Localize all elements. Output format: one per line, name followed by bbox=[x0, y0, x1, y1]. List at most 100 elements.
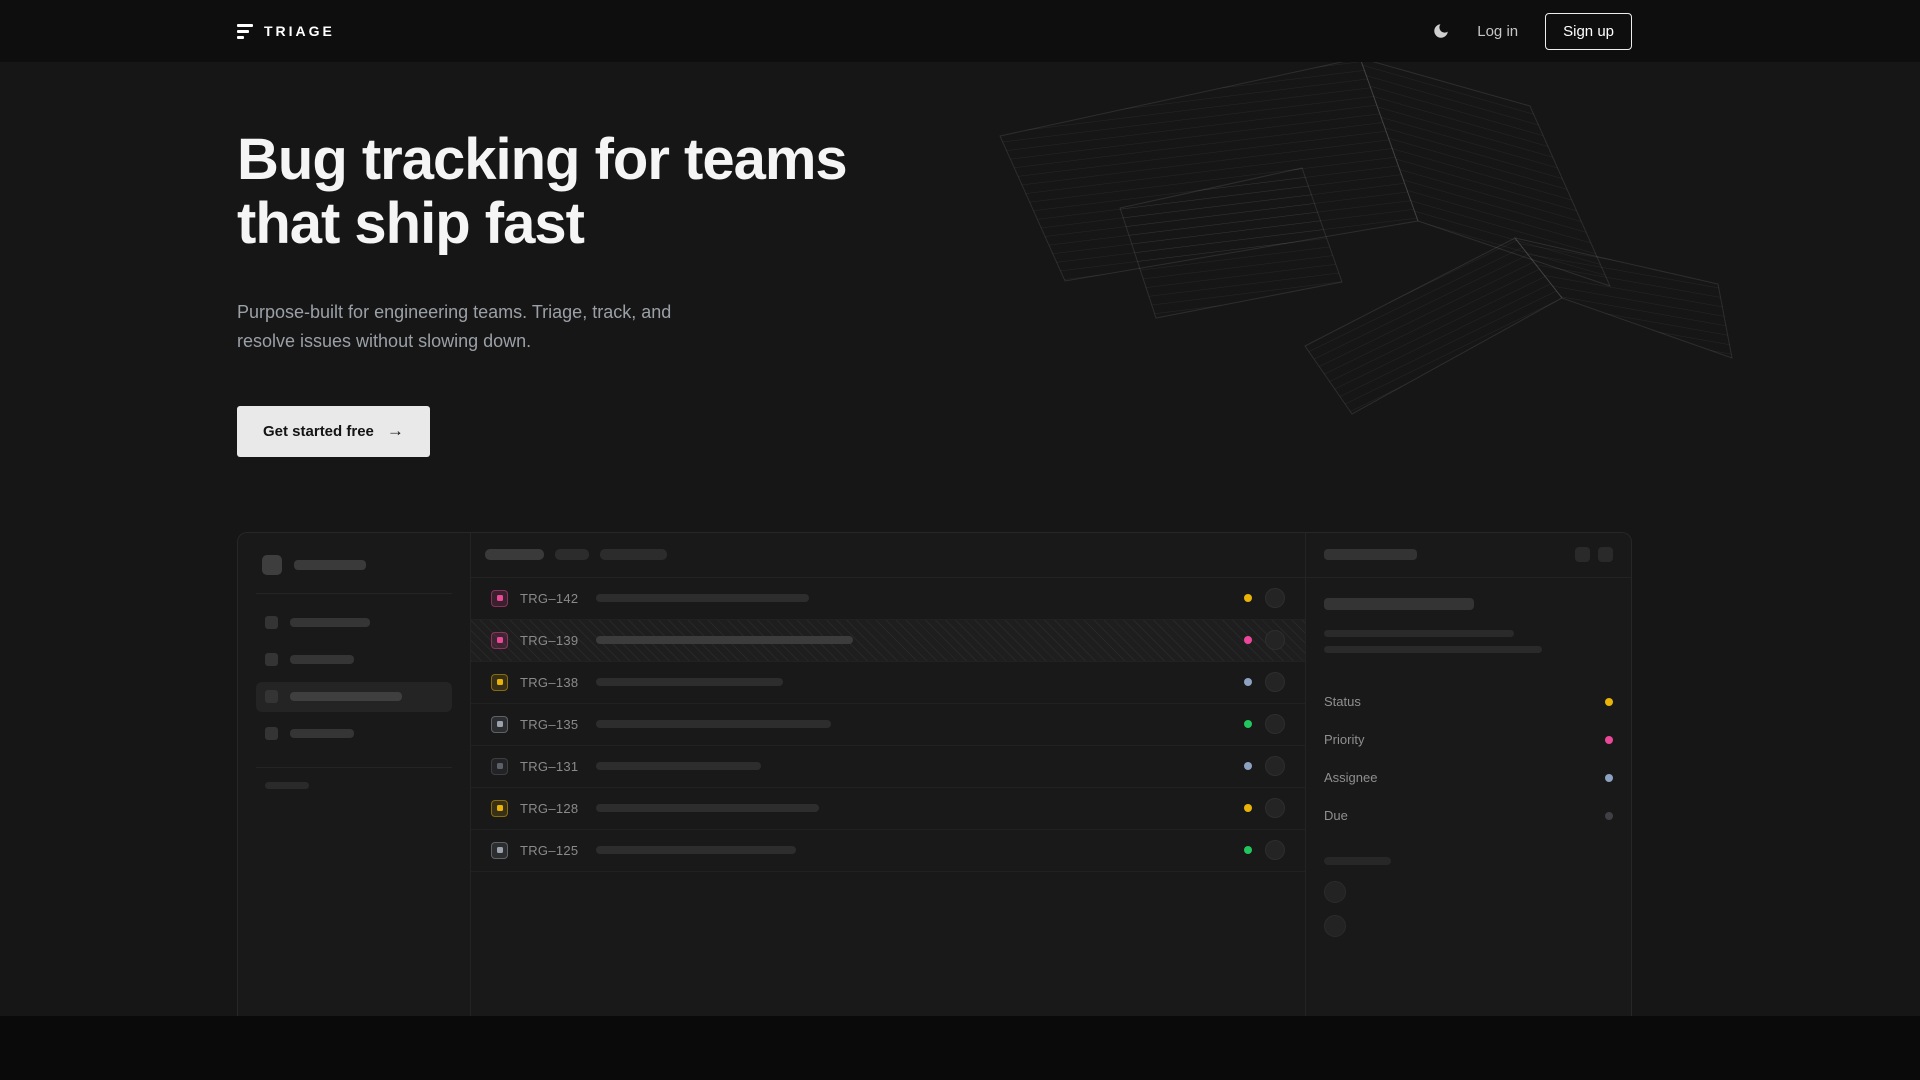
sidebar-item-icon bbox=[265, 653, 278, 666]
skeleton-tab bbox=[555, 549, 589, 560]
detail-field-row: Status bbox=[1324, 683, 1613, 721]
issue-list: TRG–142 TRG–139 TRG–138 TRG–135 TRG–131 … bbox=[471, 578, 1305, 872]
workspace-avatar bbox=[262, 555, 282, 575]
mockup-sidebar-item bbox=[256, 719, 452, 749]
skeleton-bar bbox=[1324, 630, 1514, 637]
login-link[interactable]: Log in bbox=[1477, 23, 1518, 40]
issue-title-skeleton bbox=[596, 594, 809, 602]
detail-field-label: Status bbox=[1324, 694, 1361, 709]
mockup-toolbar bbox=[471, 533, 1305, 578]
detail-field-dot bbox=[1605, 774, 1613, 782]
detail-field-label: Due bbox=[1324, 808, 1348, 823]
skeleton-bar bbox=[265, 782, 309, 789]
skeleton-bar bbox=[1324, 646, 1542, 653]
mockup-detail-panel: Status Priority Assignee Due bbox=[1305, 533, 1631, 1032]
hero-subtitle-line2: resolve issues without slowing down. bbox=[237, 331, 531, 351]
detail-fields: Status Priority Assignee Due bbox=[1324, 683, 1613, 835]
sidebar-item-icon bbox=[265, 616, 278, 629]
skeleton-title bbox=[1324, 598, 1474, 610]
issue-type-icon bbox=[491, 842, 508, 859]
issue-row: TRG–125 bbox=[471, 830, 1305, 872]
assignee-avatar bbox=[1265, 798, 1285, 818]
issue-status-dot bbox=[1244, 846, 1252, 854]
top-navbar: TRIAGE Log in Sign up bbox=[0, 0, 1920, 62]
issue-id: TRG–139 bbox=[520, 633, 584, 648]
issue-type-icon bbox=[491, 590, 508, 607]
skeleton-bar bbox=[1324, 857, 1391, 865]
divider bbox=[256, 767, 452, 768]
detail-field-row: Priority bbox=[1324, 721, 1613, 759]
detail-field-row: Assignee bbox=[1324, 759, 1613, 797]
mockup-workspace-row bbox=[256, 555, 452, 575]
hero-subtitle: Purpose-built for engineering teams. Tri… bbox=[237, 298, 1632, 356]
issue-title-skeleton bbox=[596, 846, 796, 854]
arrow-right-icon: → bbox=[387, 421, 404, 441]
issue-title-skeleton bbox=[596, 636, 853, 644]
skeleton-bar bbox=[1324, 549, 1417, 560]
detail-field-row: Due bbox=[1324, 797, 1613, 835]
hero-title-line1: Bug tracking for teams bbox=[237, 127, 847, 192]
signup-button[interactable]: Sign up bbox=[1545, 13, 1632, 50]
brand-home-link[interactable]: TRIAGE bbox=[237, 23, 335, 39]
detail-action-icon bbox=[1598, 547, 1613, 562]
comment-avatar bbox=[1324, 881, 1346, 903]
mockup-sidebar-item-active bbox=[256, 682, 452, 712]
issue-id: TRG–138 bbox=[520, 675, 584, 690]
issue-title-skeleton bbox=[596, 720, 831, 728]
skeleton-bar bbox=[290, 655, 354, 664]
assignee-avatar bbox=[1265, 840, 1285, 860]
detail-field-dot bbox=[1605, 736, 1613, 744]
issue-type-icon bbox=[491, 800, 508, 817]
issue-type-icon bbox=[491, 758, 508, 775]
detail-action-icon bbox=[1575, 547, 1590, 562]
assignee-avatar bbox=[1265, 756, 1285, 776]
skeleton-bar bbox=[290, 618, 370, 627]
issue-title-skeleton bbox=[596, 762, 761, 770]
issue-type-icon bbox=[491, 674, 508, 691]
skeleton-tab bbox=[485, 549, 544, 560]
assignee-avatar bbox=[1265, 714, 1285, 734]
issue-row: TRG–135 bbox=[471, 704, 1305, 746]
issue-id: TRG–128 bbox=[520, 801, 584, 816]
issue-type-icon bbox=[491, 632, 508, 649]
brand-name: TRIAGE bbox=[264, 23, 335, 39]
issue-row: TRG–138 bbox=[471, 662, 1305, 704]
issue-id: TRG–142 bbox=[520, 591, 584, 606]
skeleton-bar bbox=[294, 560, 366, 570]
mockup-sidebar-item bbox=[256, 645, 452, 675]
issue-row: TRG–131 bbox=[471, 746, 1305, 788]
skeleton-bar bbox=[290, 692, 402, 701]
issue-status-dot bbox=[1244, 678, 1252, 686]
issue-status-dot bbox=[1244, 804, 1252, 812]
sidebar-item-icon bbox=[265, 727, 278, 740]
theme-toggle-button[interactable] bbox=[1432, 22, 1450, 40]
issue-row: TRG–128 bbox=[471, 788, 1305, 830]
nav-actions: Log in Sign up bbox=[1432, 13, 1632, 50]
issue-status-dot bbox=[1244, 636, 1252, 644]
hero-section: Bug tracking for teams that ship fast Pu… bbox=[0, 128, 1920, 1032]
assignee-avatar bbox=[1265, 588, 1285, 608]
assignee-avatar bbox=[1265, 672, 1285, 692]
moon-icon bbox=[1432, 22, 1450, 40]
detail-header-actions bbox=[1575, 547, 1613, 562]
footer-band bbox=[0, 1016, 1920, 1080]
get-started-button[interactable]: Get started free → bbox=[237, 406, 430, 457]
mockup-detail-body: Status Priority Assignee Due bbox=[1306, 578, 1631, 937]
detail-field-label: Priority bbox=[1324, 732, 1364, 747]
detail-field-dot bbox=[1605, 812, 1613, 820]
mockup-sidebar bbox=[238, 533, 471, 1032]
issue-id: TRG–131 bbox=[520, 759, 584, 774]
divider bbox=[256, 593, 452, 594]
issue-status-dot bbox=[1244, 720, 1252, 728]
issue-id: TRG–135 bbox=[520, 717, 584, 732]
skeleton-bar bbox=[290, 729, 354, 738]
mockup-sidebar-item bbox=[256, 608, 452, 638]
issue-row: TRG–139 bbox=[471, 620, 1305, 662]
issue-title-skeleton bbox=[596, 678, 783, 686]
issue-status-dot bbox=[1244, 762, 1252, 770]
detail-field-label: Assignee bbox=[1324, 770, 1377, 785]
hero-subtitle-line1: Purpose-built for engineering teams. Tri… bbox=[237, 302, 671, 322]
mockup-detail-header bbox=[1306, 533, 1631, 578]
issue-row: TRG–142 bbox=[471, 578, 1305, 620]
issue-title-skeleton bbox=[596, 804, 819, 812]
